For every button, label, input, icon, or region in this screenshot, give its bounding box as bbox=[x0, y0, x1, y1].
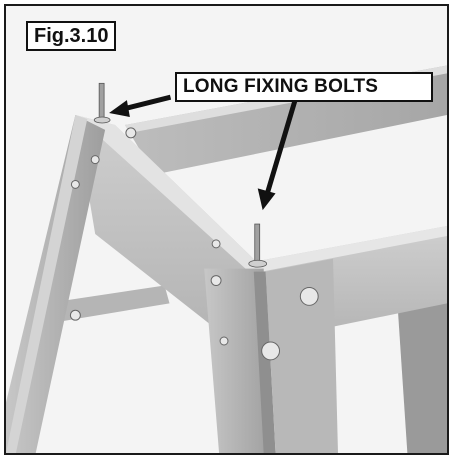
bolt-right bbox=[248, 223, 268, 268]
far-leg bbox=[397, 288, 447, 453]
arrow-left-icon bbox=[109, 94, 172, 118]
figure-frame: Fig.3.10 LONG FIXING BOLTS bbox=[4, 4, 449, 455]
figure-label: Fig.3.10 bbox=[26, 21, 117, 51]
bolt-left bbox=[93, 82, 111, 124]
arrow-down-icon bbox=[257, 98, 298, 211]
callout-label: LONG FIXING BOLTS bbox=[175, 72, 433, 102]
